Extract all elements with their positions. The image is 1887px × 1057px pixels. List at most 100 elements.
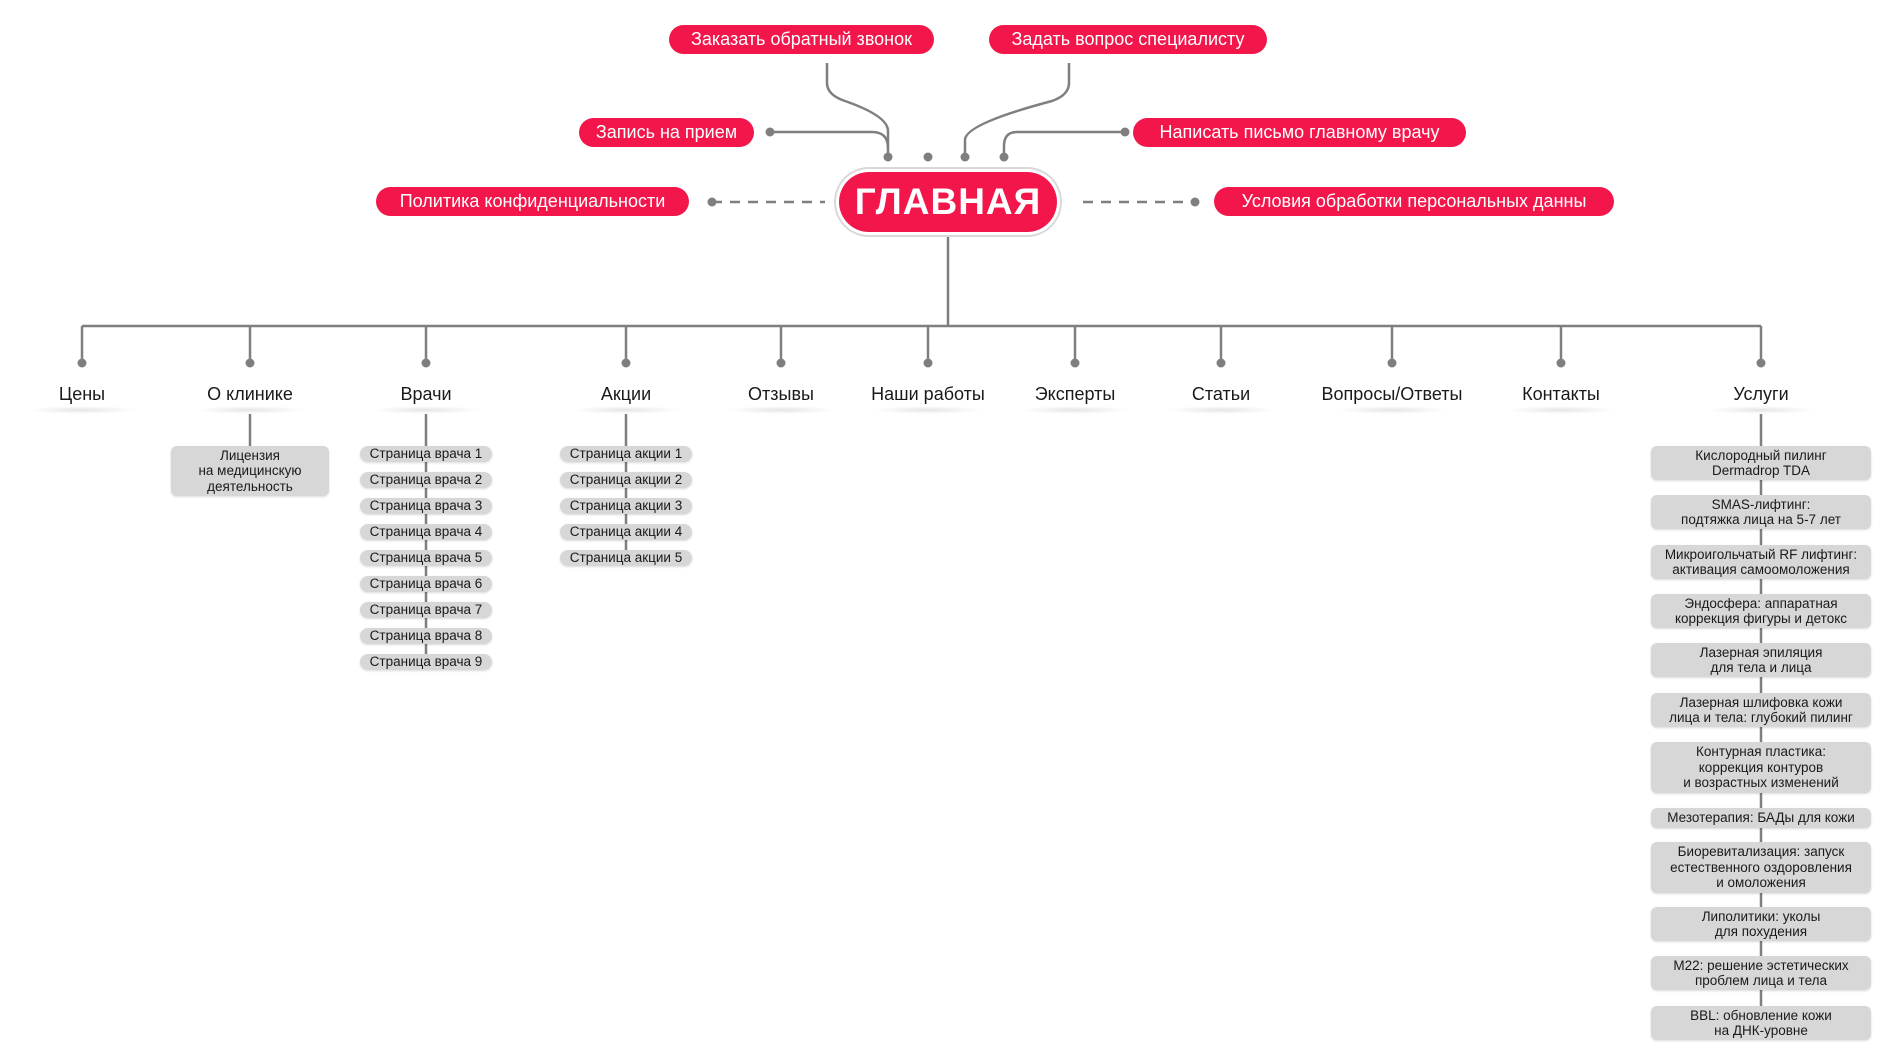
connector-letter-chief [1002,130,1125,155]
connector-dot [621,358,631,368]
doctor-page-node: Страница врача 6 [360,576,492,592]
node-text-line: Dermadrop TDA [1711,463,1811,478]
node-text-line: и омоложения [1716,875,1806,891]
node-text-line: коррекция фигуры и детокс [1674,611,1848,626]
section-underline [1337,406,1447,414]
section-underline [571,406,681,414]
node-text-line: проблем лица и тела [1694,973,1828,988]
connector-appointment [770,130,890,149]
connector-dot [883,152,893,162]
connector-dot [1216,358,1226,368]
connector-dot [707,197,717,207]
promo-page-node: Страница акции 5 [560,550,692,566]
node-text-line: и возрастных изменений [1683,775,1839,791]
node-letter-chief: Написать письмо главному врачу [1133,118,1466,147]
promo-page-node: Страница акции 2 [560,472,692,488]
section-label: О клинике [207,384,293,404]
doctor-page-node: Страница врача 5 [360,550,492,566]
promo-page-node: Страница акции 3 [560,498,692,514]
section-underline [1020,406,1130,414]
node-text-line: для тела и лица [1710,660,1812,675]
node-text-line: SMAS-лифтинг: [1711,496,1811,512]
node-appointment: Запись на прием [579,118,754,147]
node-text-line: на медицинскую [198,463,302,479]
service-node: Мезотерапия: БАДы для кожи [1651,808,1871,828]
node-text-line: деятельность [207,478,293,494]
connector-dot [1190,197,1200,207]
connector-dot [1070,358,1080,368]
node-text-line: Лазерная шлифовка кожи [1679,694,1843,710]
section-underline [1706,406,1816,414]
node-text-line: естественного оздоровления [1670,859,1852,875]
doctor-page-node: Страница врача 8 [360,628,492,644]
connector-dot [999,152,1009,162]
section-label: Цены [58,384,106,404]
section-underline [726,406,836,414]
node-text-line: для похудения [1714,924,1808,939]
node-text-line: коррекция контуров [1698,759,1824,775]
connector-dot [960,152,970,162]
connector-dot [923,358,933,368]
doctor-page-node: Страница врача 3 [360,498,492,514]
node-text-line: Мезотерапия: БАДы для кожи [1667,810,1855,826]
node-text-line: Лицензия [220,447,280,463]
node-text-line: Липолитики: уколы [1701,908,1821,924]
connector-dot [1120,127,1130,137]
node-personal-data: Условия обработки персональных данны [1214,187,1614,216]
section-label: Врачи [400,384,452,404]
node-text-line: Эндосфера: аппаратная [1684,595,1838,611]
doctor-page-node: Страница врача 2 [360,472,492,488]
node-text-line: Лазерная эпиляция [1699,644,1823,660]
section-label: Эксперты [1034,384,1116,404]
node-text-line: активация самоомоложения [1672,562,1850,577]
section-label: Контакты [1522,384,1600,404]
node-ask-specialist: Задать вопрос специалисту [989,25,1267,54]
connector-dot [421,358,431,368]
section-underline [1506,406,1616,414]
connector-dot [1556,358,1566,368]
connector-dot [1756,358,1766,368]
doctor-page-node: Страница врача 7 [360,602,492,618]
node-callback: Заказать обратный звонок [669,25,934,54]
section-label: Услуги [1733,384,1789,404]
node-main: ГЛАВНАЯ [839,172,1057,232]
section-underline [873,406,983,414]
connector-ask-specialist [963,63,1071,155]
section-label: Акции [600,384,652,404]
section-label: Статьи [1191,384,1251,404]
promo-page-node: Страница акции 1 [560,446,692,462]
node-text-line: BBL: обновление кожи [1690,1007,1832,1023]
node-text-line: Кислородный пилинг [1695,447,1827,463]
node-text-line: M22: решение эстетических [1673,957,1849,973]
section-underline [1166,406,1276,414]
node-text-line: на ДНК-уровне [1714,1023,1808,1038]
connector-dot [1387,358,1397,368]
node-text-line: Биоревитализация: запуск [1677,844,1845,860]
section-label: Отзывы [748,384,814,404]
doctor-page-node: Страница врача 4 [360,524,492,540]
connector-dot [77,358,87,368]
connector-dot [923,152,933,162]
node-text-line: подтяжка лица на 5-7 лет [1681,512,1841,527]
node-privacy-policy: Политика конфиденциальности [376,187,689,216]
node-text-line: лица и тела: глубокий пилинг [1669,710,1853,725]
section-label: Наши работы [871,384,985,404]
section-label: Вопросы/Ответы [1321,384,1463,404]
node-text-line: Контурная пластика: [1696,744,1826,760]
node-text-line: Микроигольчатый RF лифтинг: [1664,546,1858,562]
service-node: SMAS-лифтинг:подтяжка лица на 5-7 лет [1651,495,1871,529]
connector-dot [765,127,775,137]
section-underline [371,406,481,414]
connector-dot [245,358,255,368]
